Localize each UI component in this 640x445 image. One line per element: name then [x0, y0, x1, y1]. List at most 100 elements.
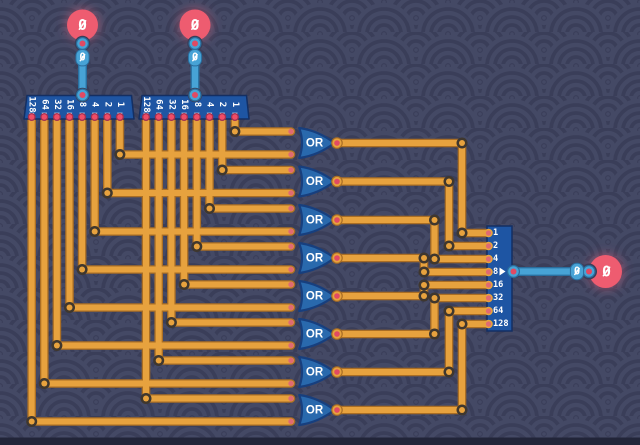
wire-output-bit-32[interactable] [334, 295, 492, 337]
splitter-b-pin[interactable] [219, 114, 225, 120]
splitter-b-pin[interactable] [156, 114, 162, 120]
splitter-b-pin[interactable] [206, 114, 213, 120]
wire-output-bit-4[interactable] [334, 217, 492, 262]
or-gate-4[interactable]: OR [298, 203, 336, 237]
wire-junction-core [66, 304, 73, 311]
or-gate-body[interactable] [298, 317, 336, 351]
gate-input-pin[interactable] [288, 190, 294, 196]
splitter-b-pin[interactable] [143, 114, 149, 120]
splitter-b-pin[interactable] [181, 114, 187, 120]
wire-output-bit-8[interactable] [334, 255, 492, 275]
gate-input-pin[interactable] [288, 151, 294, 158]
splitter-a-pin[interactable] [41, 114, 47, 120]
or-gate-output-pin[interactable] [334, 217, 340, 223]
output-node-connector[interactable] [586, 268, 592, 275]
gate-input-pin[interactable] [288, 281, 294, 288]
or-gate-body[interactable] [298, 393, 336, 427]
maker-pin[interactable] [485, 256, 492, 262]
splitter-b-pin[interactable] [232, 114, 238, 120]
maker-pin-label: 16 [493, 280, 503, 290]
or-gate-body[interactable] [298, 241, 336, 275]
or-gate-label: OR [306, 176, 324, 188]
or-gate-8[interactable]: OR [298, 241, 336, 275]
or-gate-16[interactable]: OR [298, 279, 336, 313]
splitter-a-pin-label: 1 [115, 102, 125, 107]
or-gate-label: OR [306, 329, 324, 341]
maker-pin-label: 64 [493, 306, 503, 316]
gate-input-pin[interactable] [288, 342, 294, 349]
or-gate-1[interactable]: OR [298, 126, 336, 160]
maker-pin[interactable] [485, 308, 492, 314]
splitter-a-pin-label: 16 [65, 99, 75, 110]
or-gate-64[interactable]: OR [298, 355, 336, 389]
splitter-a-pin[interactable] [66, 114, 73, 120]
maker-pin[interactable] [485, 282, 492, 288]
splitter-b-pin[interactable] [194, 114, 200, 120]
wire-output-bit-1[interactable] [334, 140, 492, 236]
splitter-a-pin[interactable] [104, 114, 111, 120]
maker-pin[interactable] [485, 295, 492, 301]
maker-output-pin[interactable] [510, 268, 517, 275]
maker-pin-label: 8 [493, 267, 498, 277]
or-gate-output-pin[interactable] [334, 369, 340, 375]
or-gate-label: OR [306, 405, 324, 417]
maker-pin[interactable] [485, 269, 492, 275]
splitter-b-input-pin[interactable] [192, 92, 198, 98]
splitter-b-pin-label: 64 [154, 99, 164, 110]
gate-input-pin[interactable] [288, 266, 294, 273]
maker-pin[interactable] [485, 243, 492, 249]
maker-pin[interactable] [485, 230, 492, 236]
or-gate-output-pin[interactable] [334, 255, 340, 261]
output-node[interactable] [589, 255, 622, 288]
splitter-a-pin[interactable] [54, 114, 60, 120]
or-gate-body[interactable] [298, 165, 336, 198]
wire-junction-core [421, 255, 427, 261]
or-gate-2[interactable]: OR [298, 165, 336, 198]
wire-output-bit-128[interactable] [334, 321, 492, 413]
maker-pin-label: 1 [493, 228, 498, 238]
or-gate-body[interactable] [298, 126, 336, 160]
input-node-b-connector[interactable] [192, 40, 198, 47]
gate-input-pin[interactable] [288, 167, 294, 173]
splitter-a-pin-label: 64 [39, 99, 49, 110]
or-gate-32[interactable]: OR [298, 317, 336, 351]
wire-junction-core [91, 228, 98, 235]
splitter-a-pin[interactable] [79, 114, 85, 120]
splitter-a-pin[interactable] [92, 114, 98, 120]
splitter-a-pin[interactable] [29, 114, 35, 120]
gate-input-pin[interactable] [288, 304, 294, 311]
wire-output-bit-2[interactable] [334, 178, 492, 249]
splitter-a-pin[interactable] [117, 114, 123, 120]
gate-input-pin[interactable] [288, 319, 294, 326]
gate-input-pin[interactable] [288, 395, 294, 402]
or-gate-output-pin[interactable] [334, 178, 340, 185]
wire-output-bit-64[interactable] [334, 308, 492, 375]
or-gate-body[interactable] [298, 203, 336, 237]
maker-pin[interactable] [485, 321, 492, 327]
gate-input-pin[interactable] [288, 380, 294, 387]
gate-input-pin[interactable] [288, 243, 294, 250]
gate-input-pin[interactable] [288, 128, 294, 135]
wire-junction-core [459, 407, 465, 413]
splitter-a-pin-label: 8 [77, 102, 87, 107]
or-gate-body[interactable] [298, 279, 336, 313]
or-gate-label: OR [306, 215, 324, 227]
splitter-a-input-pin[interactable] [79, 92, 86, 98]
gate-input-pin[interactable] [288, 205, 294, 212]
or-gate-output-pin[interactable] [334, 140, 340, 146]
input-node-a-connector[interactable] [79, 40, 86, 47]
or-gate-128[interactable]: OR [298, 393, 336, 427]
or-gate-body[interactable] [298, 355, 336, 389]
wire-junction-core [446, 308, 452, 314]
gate-input-pin[interactable] [288, 228, 294, 235]
wire-junction-core [155, 357, 162, 364]
gate-input-pin[interactable] [288, 418, 294, 425]
or-gate-output-pin[interactable] [334, 407, 340, 413]
or-gate-output-pin[interactable] [334, 293, 340, 299]
wire-junction-core [459, 321, 465, 327]
splitter-b-pin[interactable] [168, 114, 175, 120]
or-gate-output-pin[interactable] [334, 331, 340, 337]
gate-input-pin[interactable] [288, 357, 294, 364]
value-wire-a-label-slash [79, 53, 86, 62]
